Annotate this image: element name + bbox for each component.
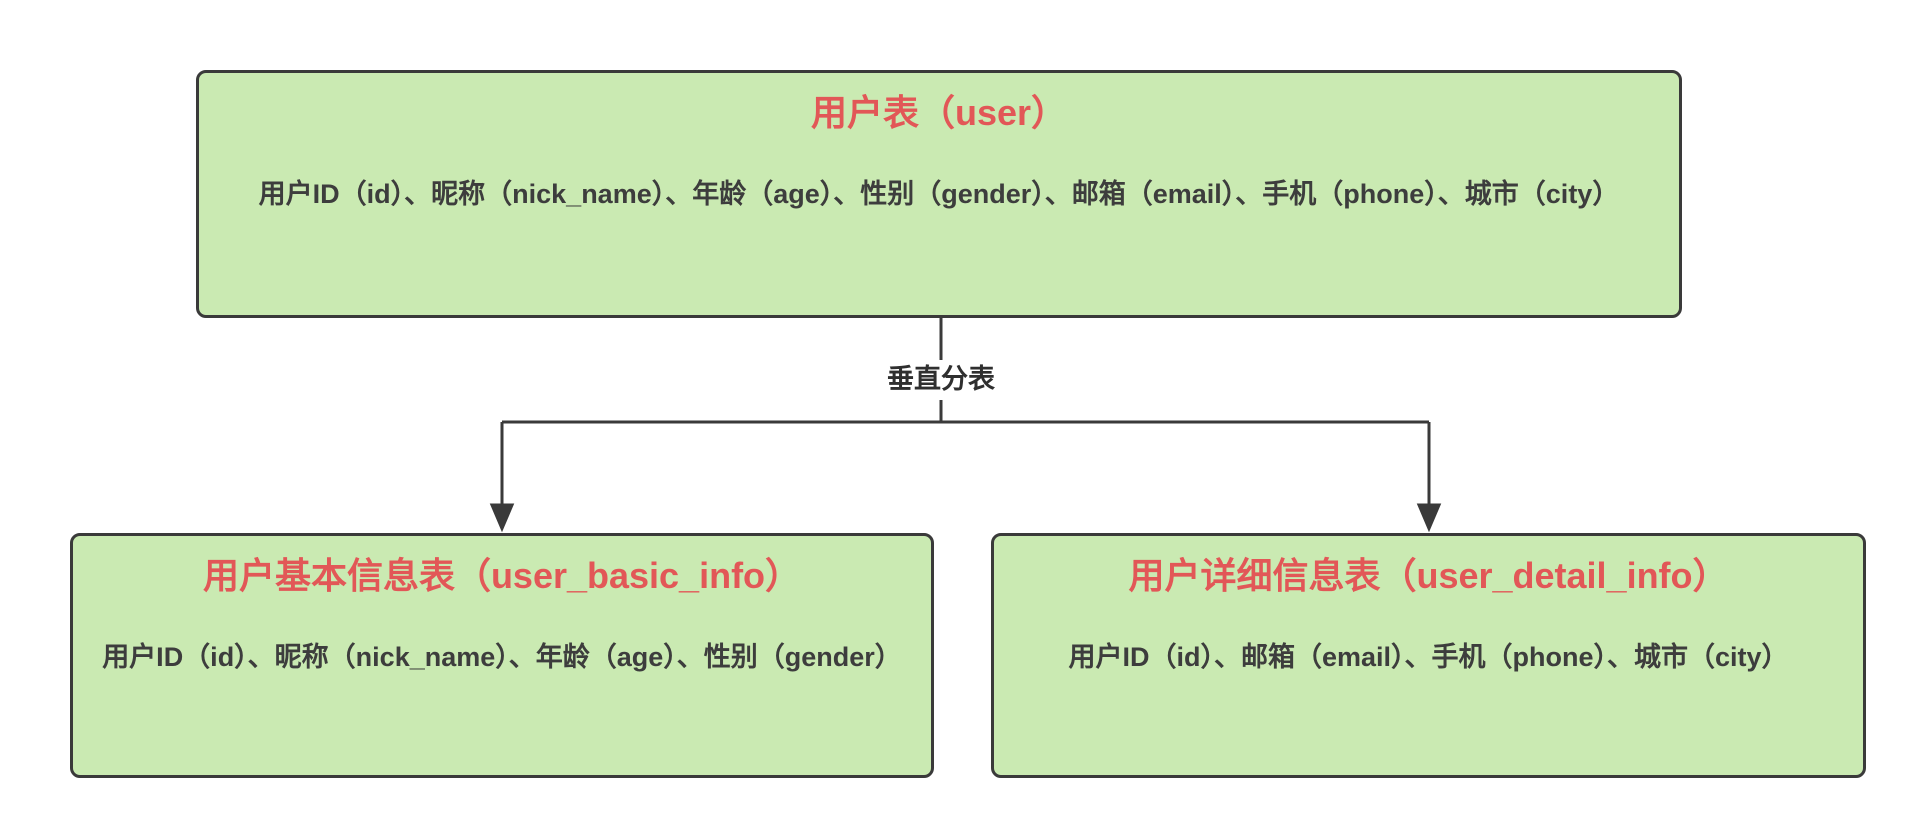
table-node-user-basic-info-fields: 用户ID（id）、昵称（nick_name）、年龄（age）、性别（gender… bbox=[102, 642, 902, 672]
arrowhead-left-icon bbox=[489, 503, 515, 533]
table-node-user-fields: 用户ID（id）、昵称（nick_name）、年龄（age）、性别（gender… bbox=[258, 179, 1620, 209]
table-node-user-basic-info: 用户基本信息表（user_basic_info） 用户ID（id）、昵称（nic… bbox=[70, 533, 934, 778]
table-node-user-title: 用户表（user） bbox=[810, 92, 1068, 133]
arrowhead-right-icon bbox=[1416, 503, 1442, 533]
table-node-user-detail-info-title: 用户详细信息表（user_detail_info） bbox=[1128, 555, 1729, 596]
table-node-user-detail-info: 用户详细信息表（user_detail_info） 用户ID（id）、邮箱（em… bbox=[991, 533, 1866, 778]
table-node-user-detail-info-fields: 用户ID（id）、邮箱（email）、手机（phone）、城市（city） bbox=[1068, 642, 1789, 672]
connector-label: 垂直分表 bbox=[841, 362, 1041, 396]
table-node-user-basic-info-title: 用户基本信息表（user_basic_info） bbox=[202, 555, 802, 596]
table-node-user: 用户表（user） 用户ID（id）、昵称（nick_name）、年龄（age）… bbox=[196, 70, 1682, 318]
